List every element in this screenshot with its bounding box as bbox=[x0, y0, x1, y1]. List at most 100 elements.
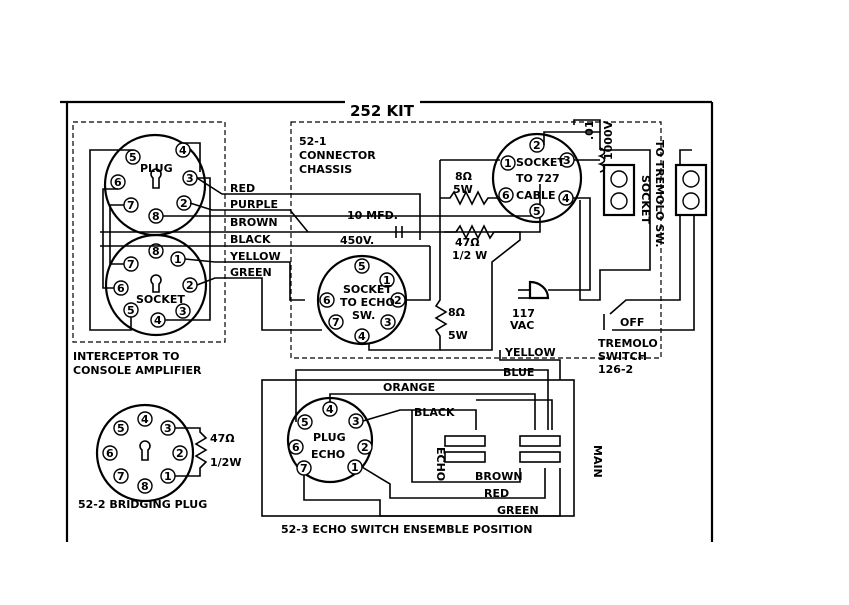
res-47-top-watt: 1/2 W bbox=[452, 249, 487, 262]
res-8-top-value: 8Ω bbox=[455, 170, 473, 183]
connector-chassis-box bbox=[290, 121, 662, 359]
tremolo-switch-label-2: SWITCH bbox=[598, 350, 647, 363]
tremolo-switch-label-3: 126-2 bbox=[598, 363, 633, 376]
echo-arrow-label: ECHO bbox=[434, 447, 447, 481]
chassis-label-2: CONNECTOR bbox=[299, 149, 376, 162]
s727-label-2: TO 727 bbox=[516, 172, 560, 185]
resistor-8ohm-low bbox=[368, 216, 448, 351]
echo-socket-pin-7: 7 bbox=[332, 316, 340, 329]
s727-pin-1: 1 bbox=[504, 157, 512, 170]
echo-socket-pin-5: 5 bbox=[358, 260, 366, 273]
upper-plug-pin-7: 7 bbox=[127, 199, 135, 212]
res-47-top-value: 47Ω bbox=[455, 236, 480, 249]
echo-plug-pin-1: 1 bbox=[351, 461, 359, 474]
s727-pin-6: 6 bbox=[502, 189, 510, 202]
wire-yellow-label: YELLOW bbox=[229, 250, 281, 263]
wire-black2-label: BLACK bbox=[414, 406, 455, 419]
echo-socket-label-1: SOCKET bbox=[343, 283, 392, 296]
lower-socket-pin-2: 2 bbox=[186, 279, 194, 292]
cap-1000v-label: 1000V bbox=[602, 120, 615, 160]
socket-to-727: 2 1 3 6 4 5 bbox=[491, 132, 583, 224]
wire-brown-label: BROWN bbox=[230, 216, 278, 229]
interceptor-label-2: CONSOLE AMPLIFIER bbox=[73, 364, 202, 377]
socket-to-echo: 5 1 6 2 7 3 4 bbox=[316, 254, 408, 346]
upper-plug-pin-8: 8 bbox=[152, 210, 160, 223]
capacitor-10mfd bbox=[395, 226, 403, 238]
wire-red2-label: RED bbox=[484, 487, 509, 500]
lower-socket-pin-5: 5 bbox=[127, 304, 135, 317]
echo-socket-label-2: TO ECHO bbox=[340, 296, 395, 309]
vac-label-2: VAC bbox=[510, 319, 534, 332]
echo-plug-pin-7: 7 bbox=[300, 462, 308, 475]
bridging-plug: 4 5 3 6 2 7 1 8 bbox=[95, 403, 208, 503]
lower-socket-pin-3: 3 bbox=[179, 305, 187, 318]
echo-socket-pin-1: 1 bbox=[383, 274, 391, 287]
wire-brown2-label: BROWN bbox=[475, 470, 523, 483]
ac-plug bbox=[518, 280, 550, 300]
cap-10mfd-label: 10 MFD. bbox=[347, 209, 398, 222]
off-label: OFF bbox=[620, 316, 644, 329]
echo-plug-pin-2: 2 bbox=[361, 441, 369, 454]
lower-socket-pin-8: 8 bbox=[152, 245, 160, 258]
echo-plug-pin-4: 4 bbox=[326, 403, 334, 416]
upper-plug-pin-4: 4 bbox=[179, 144, 187, 157]
main-arrow-label: MAIN bbox=[591, 445, 604, 478]
bridge-pin-7: 7 bbox=[117, 470, 125, 483]
lower-socket-pin-7: 7 bbox=[127, 258, 135, 271]
upper-plug-pin-6: 6 bbox=[114, 176, 122, 189]
tremolo-switch-label-1: TREMOLO bbox=[598, 337, 658, 350]
bridge-pin-2: 2 bbox=[176, 447, 184, 460]
echo-socket-label-3: SW. bbox=[352, 309, 375, 322]
cap-01-label: .01 bbox=[583, 121, 596, 141]
resistor-8ohm-top bbox=[439, 159, 500, 216]
interceptor-label-1: INTERCEPTOR TO bbox=[73, 350, 179, 363]
res-8-low-watt: 5W bbox=[448, 329, 468, 342]
bridge-pin-3: 3 bbox=[164, 422, 172, 435]
interceptor-wiring bbox=[89, 142, 211, 331]
s727-pin-2: 2 bbox=[533, 139, 541, 152]
s727-pin-3: 3 bbox=[563, 154, 571, 167]
wire-purple-label: PURPLE bbox=[230, 198, 278, 211]
bridge-pin-5: 5 bbox=[117, 422, 125, 435]
vac-label-1: 117 bbox=[512, 307, 535, 320]
cap-450v-label: 450V. bbox=[340, 234, 374, 247]
chassis-label-3: CHASSIS bbox=[299, 163, 352, 176]
to-tremolo-label: TO TREMOLO SW. bbox=[653, 140, 666, 248]
s727-label-3: CABLE bbox=[516, 189, 556, 202]
tremolo-socket bbox=[602, 163, 636, 217]
wire-yellow2-label: YELLOW bbox=[504, 346, 556, 359]
bus-wires bbox=[100, 177, 541, 331]
echo-ensemble: 4 5 3 6 2 7 1 bbox=[261, 350, 575, 517]
res-47-bridge-value: 47Ω bbox=[210, 432, 235, 445]
s727-label-1: SOCKET bbox=[516, 156, 565, 169]
s727-pin-4: 4 bbox=[562, 192, 570, 205]
wire-green2-label: GREEN bbox=[497, 504, 539, 517]
echo-plug-pin-6: 6 bbox=[292, 441, 300, 454]
lower-socket-pin-1: 1 bbox=[174, 253, 182, 266]
echo-plug-pin-3: 3 bbox=[352, 415, 360, 428]
echo-socket-pin-3: 3 bbox=[384, 316, 392, 329]
diagram-title: 252 KIT bbox=[350, 102, 415, 120]
echo-socket-pin-4: 4 bbox=[358, 330, 366, 343]
wire-orange-label: ORANGE bbox=[383, 381, 435, 394]
bridge-pin-4: 4 bbox=[141, 413, 149, 426]
upper-plug: PLUG 5 4 3 6 7 2 8 bbox=[103, 133, 207, 237]
lower-socket-label: SOCKET bbox=[136, 293, 185, 306]
echo-socket-pin-2: 2 bbox=[394, 294, 402, 307]
upper-plug-pin-5: 5 bbox=[129, 151, 137, 164]
res-8-low-value: 8Ω bbox=[448, 306, 466, 319]
tremolo-socket-label: SOCKET bbox=[639, 175, 652, 224]
echo-ensemble-label: 52-3 ECHO SWITCH ENSEMBLE POSITION bbox=[281, 523, 533, 536]
res-8-top-watt: 5W bbox=[453, 183, 473, 196]
echo-plug-pin-5: 5 bbox=[301, 416, 309, 429]
upper-plug-pin-2: 2 bbox=[180, 197, 188, 210]
lower-socket-pin-4: 4 bbox=[154, 314, 162, 327]
s727-pin-5: 5 bbox=[533, 205, 541, 218]
wire-red-label: RED bbox=[230, 182, 255, 195]
bridging-plug-label: 52-2 BRIDGING PLUG bbox=[78, 498, 207, 511]
bridge-pin-8: 8 bbox=[141, 480, 149, 493]
resistor-47ohm-top bbox=[444, 224, 506, 240]
lower-socket-pin-6: 6 bbox=[117, 282, 125, 295]
echo-socket-pin-6: 6 bbox=[323, 294, 331, 307]
wire-blue-label: BLUE bbox=[503, 366, 534, 379]
